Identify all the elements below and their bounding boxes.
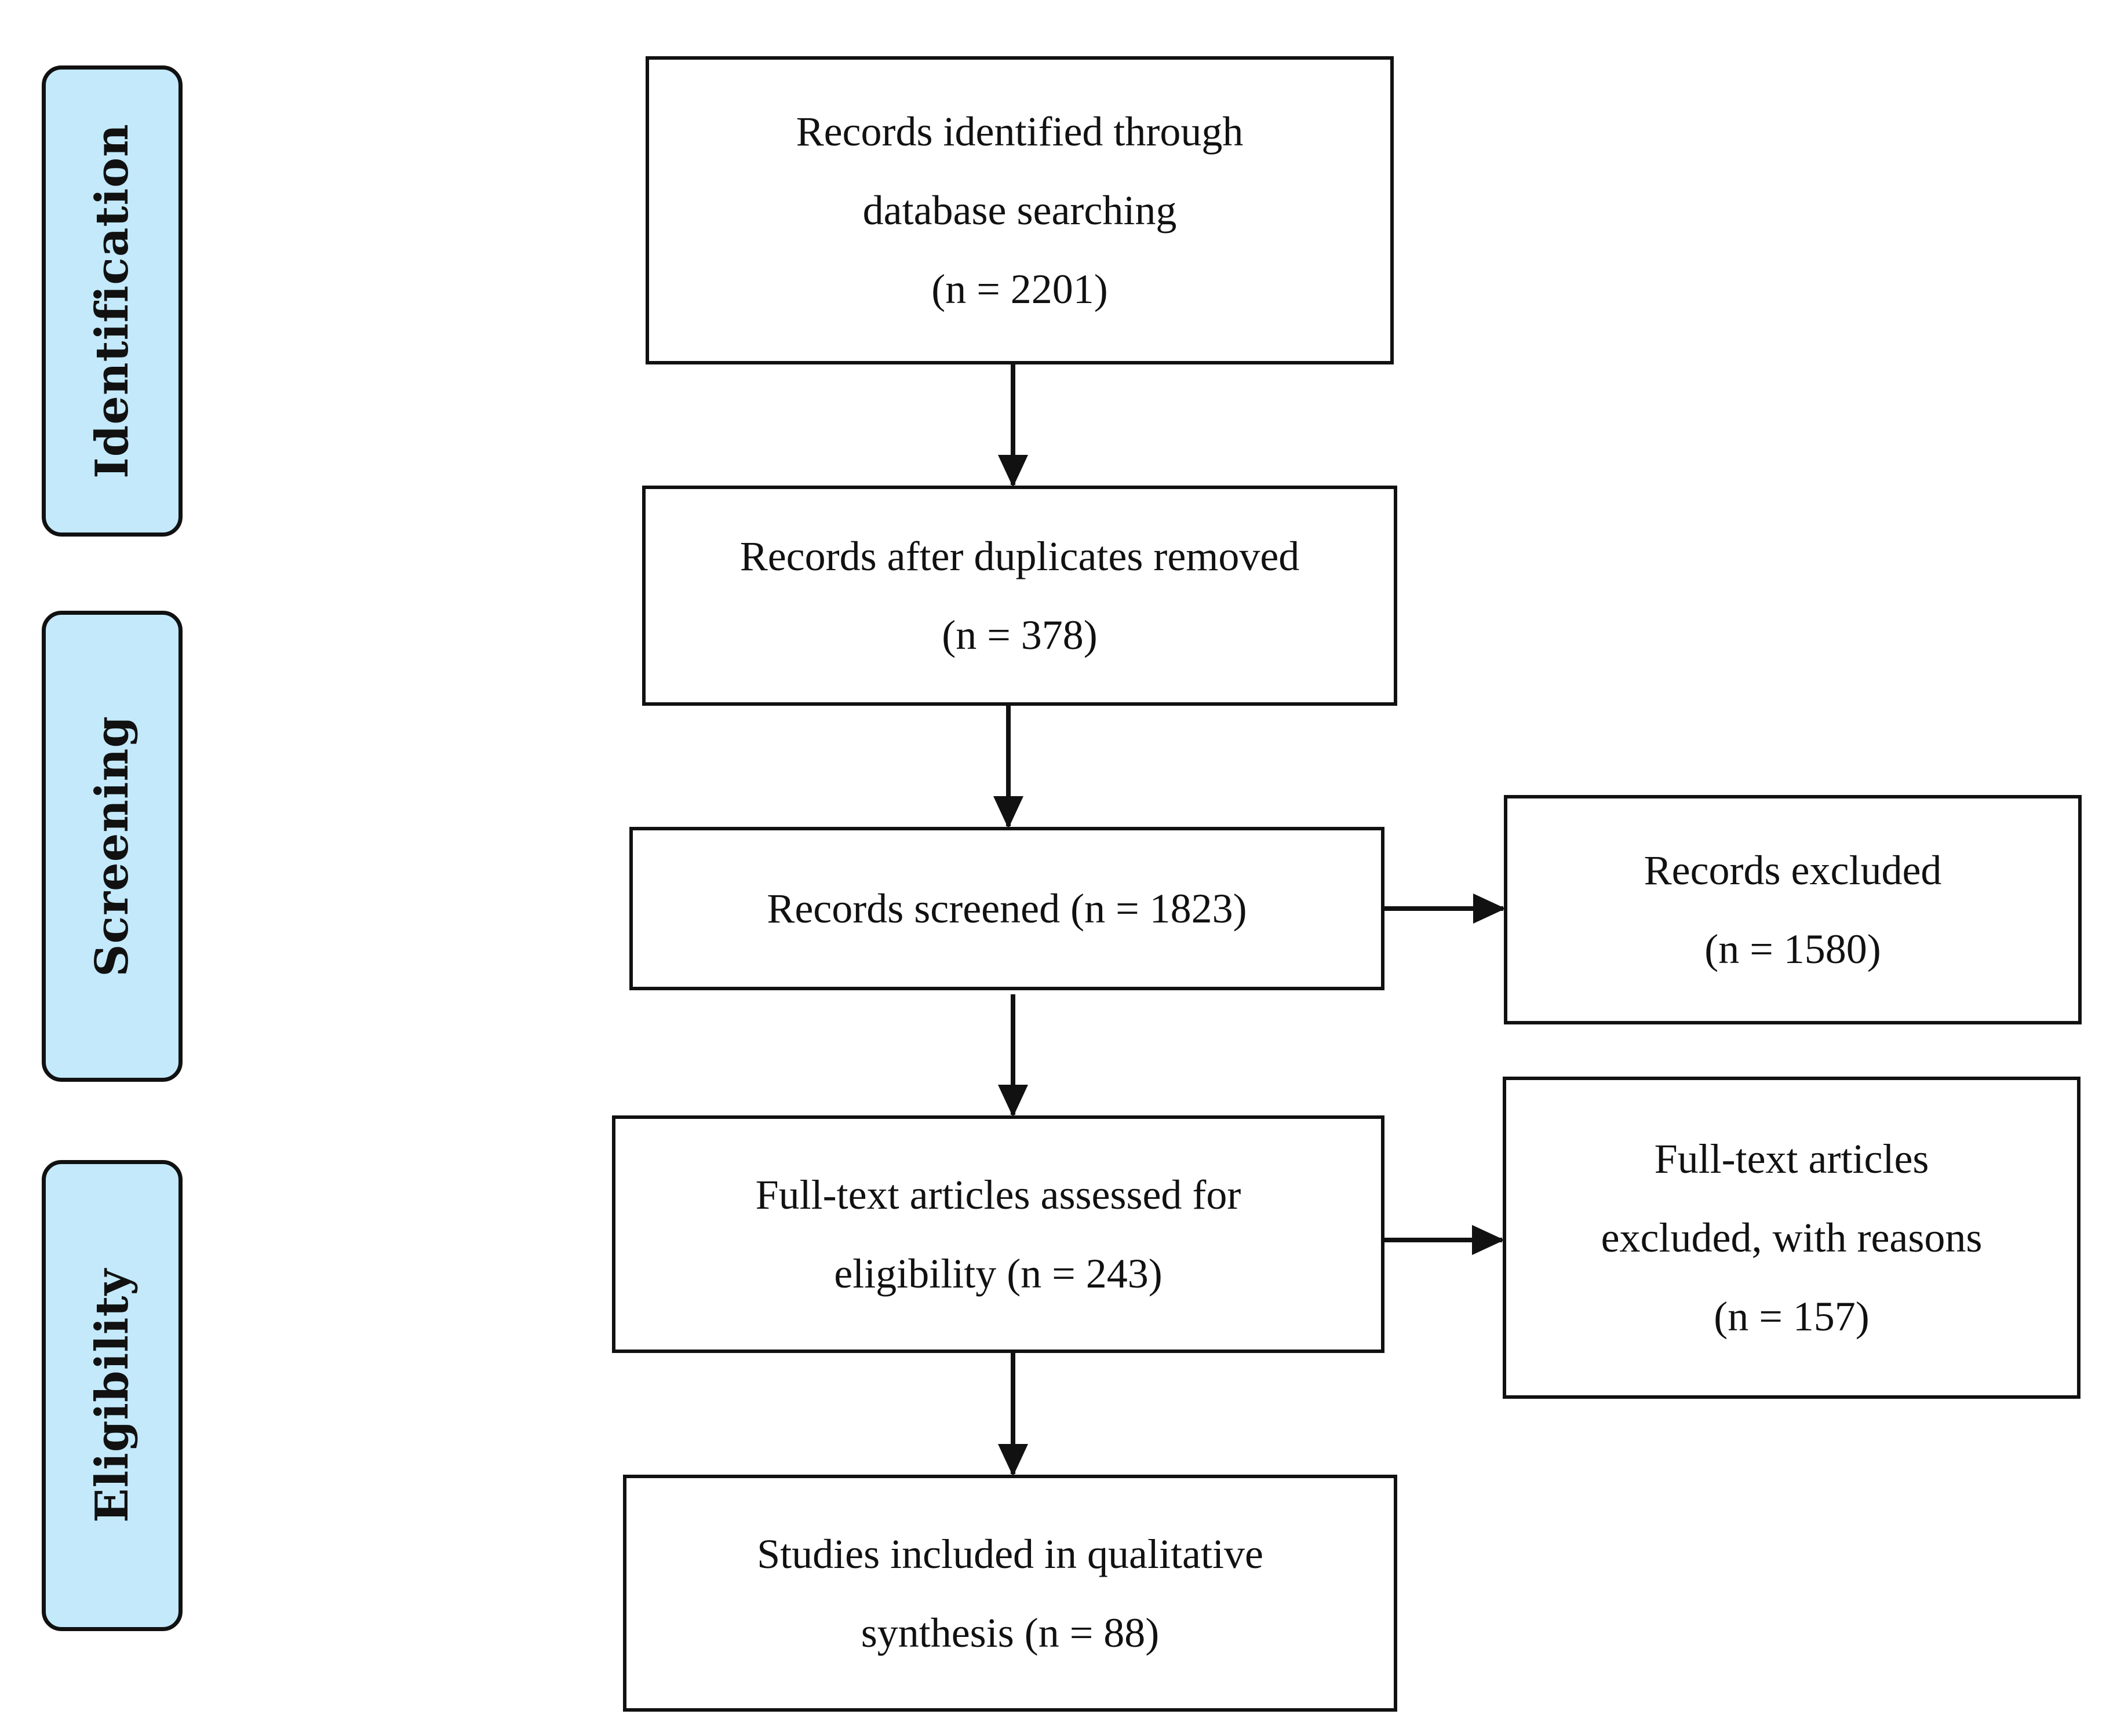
records-identified-line-2: database searching (862, 187, 1177, 234)
phase-screening: Screening (42, 611, 183, 1082)
studies-included-line-1: Studies included in qualitative (757, 1530, 1263, 1577)
fulltext-excluded-line-2: excluded, with reasons (1601, 1215, 1983, 1261)
fulltext-excluded-count: (n = 157) (1714, 1293, 1870, 1340)
records-identified-box: Records identified through database sear… (646, 56, 1394, 364)
records-identified-count: (n = 2201) (931, 266, 1108, 312)
studies-included-line-2: synthesis (n = 88) (861, 1609, 1160, 1656)
phase-identification: Identification (42, 65, 183, 537)
studies-included-box: Studies included in qualitative synthesi… (623, 1475, 1397, 1712)
records-screened-box: Records screened (n = 1823) (629, 827, 1384, 990)
duplicates-removed-count: (n = 378) (942, 612, 1098, 658)
records-identified-line-1: Records identified through (796, 108, 1244, 155)
fulltext-assessed-box: Full-text articles assessed for eligibil… (612, 1115, 1384, 1353)
duplicates-removed-line-1: Records after duplicates removed (739, 533, 1300, 579)
records-excluded-box: Records excluded (n = 1580) (1504, 795, 2082, 1024)
fulltext-excluded-box: Full-text articles excluded, with reason… (1503, 1077, 2080, 1399)
records-excluded-count: (n = 1580) (1704, 926, 1881, 972)
phase-eligibility: Eligibility (42, 1160, 183, 1631)
fulltext-assessed-line-2: eligibility (n = 243) (834, 1250, 1163, 1297)
fulltext-assessed-line-1: Full-text articles assessed for (755, 1172, 1241, 1218)
duplicates-removed-box: Records after duplicates removed (n = 37… (642, 486, 1397, 706)
fulltext-excluded-line-1: Full-text articles (1654, 1136, 1929, 1182)
records-screened-line-1: Records screened (n = 1823) (767, 885, 1247, 932)
records-excluded-line-1: Records excluded (1644, 847, 1942, 893)
